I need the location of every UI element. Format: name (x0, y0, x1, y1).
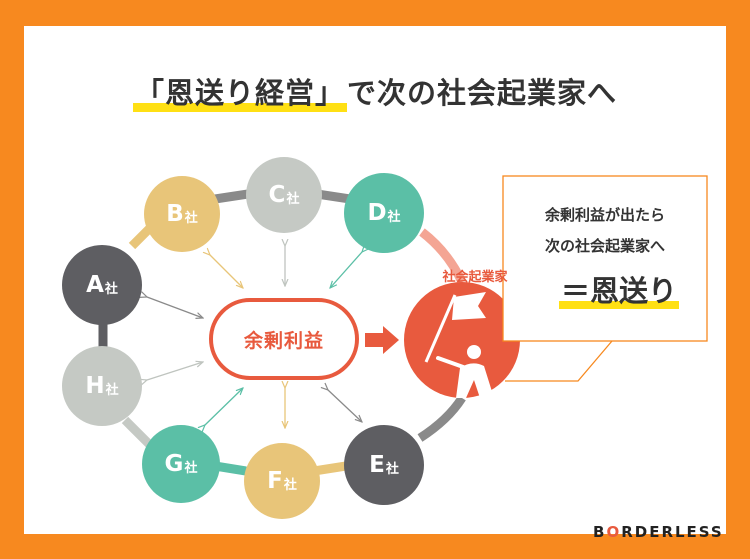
callout-pointer (505, 340, 613, 382)
social-entrepreneur-label: 社会起業家 (442, 270, 508, 285)
callout-result: ＝恩送り (559, 268, 680, 310)
arrow-right-icon (365, 326, 399, 354)
title-highlighted: 「恩送り経営」 (132, 70, 348, 112)
surplus-profit-label: 余剰利益 (243, 329, 324, 352)
callout-content: 余剰利益が出たら 次の社会起業家へ ＝恩送り (503, 176, 707, 341)
callout-line-1: 余剰利益が出たら (544, 206, 665, 224)
bidirectional-arrows (147, 246, 362, 428)
callout-line-2: 次の社会起業家へ (544, 237, 665, 255)
callout-box (502, 175, 708, 342)
borderless-logo: BORDERLESS (593, 523, 724, 541)
flag-person-icon (424, 292, 494, 398)
title-rest: で次の社会起業家へ (347, 76, 618, 110)
ring-connectors (98, 189, 467, 476)
surplus-profit-box (209, 298, 359, 380)
page-title: 「恩送り経営」で次の社会起業家へ (0, 70, 750, 112)
social-entrepreneur-circle (404, 282, 520, 398)
